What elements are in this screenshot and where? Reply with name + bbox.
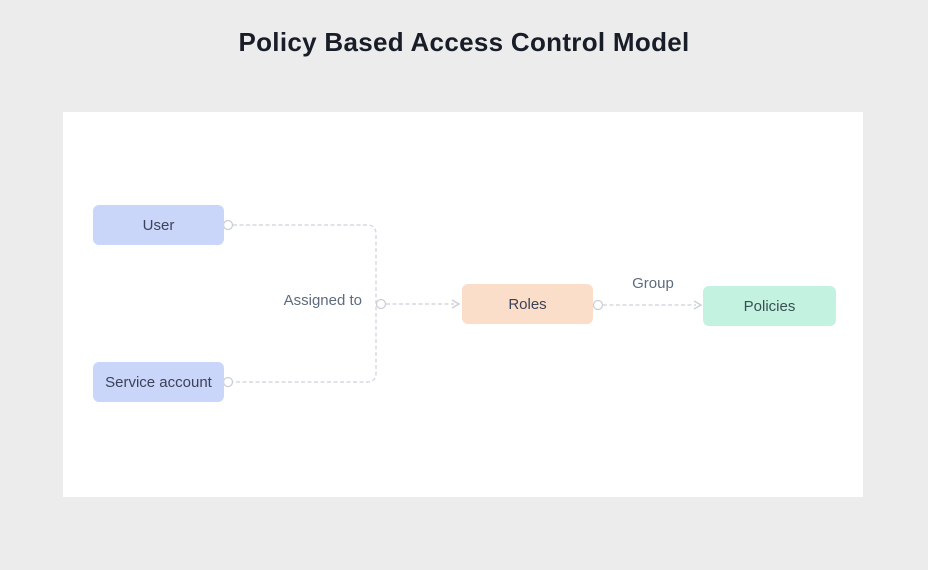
node-service-account[interactable]: Service account [93, 362, 224, 402]
node-roles-label: Roles [508, 295, 547, 313]
port-service-account-out [222, 376, 234, 388]
port-roles-out [592, 299, 604, 311]
node-policies[interactable]: Policies [703, 286, 836, 326]
node-user-label: User [142, 216, 175, 234]
node-service-account-label: Service account [105, 373, 212, 391]
edge-label-assigned-to: Assigned to [283, 292, 362, 309]
edge-assigned-to-roles-arrowhead [451, 299, 461, 309]
port-user-out [222, 219, 234, 231]
diagram-canvas: User Service account Roles Policies Assi… [63, 112, 863, 497]
edge-roles-policies-arrowhead [693, 300, 703, 310]
diagram-title: Policy Based Access Control Model [238, 27, 690, 57]
connector-layer [222, 219, 703, 388]
edge-label-group: Group [632, 275, 674, 292]
node-roles[interactable]: Roles [462, 284, 593, 324]
port-merge-out [375, 298, 387, 310]
node-user[interactable]: User [93, 205, 224, 245]
node-policies-label: Policies [743, 297, 796, 315]
